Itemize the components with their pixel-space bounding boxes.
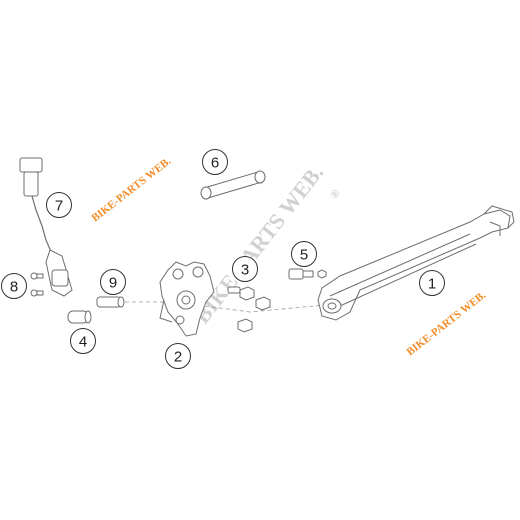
svg-text:9: 9 xyxy=(109,275,117,292)
side-stand-bracket xyxy=(159,261,215,337)
spring xyxy=(200,170,266,200)
watermark-registered-mark: ® xyxy=(326,186,343,202)
svg-text:1: 1 xyxy=(428,276,436,293)
svg-text:6: 6 xyxy=(211,155,219,172)
side-stand-leg xyxy=(317,205,515,321)
callout-5[interactable]: 5 xyxy=(291,241,317,267)
svg-text:3: 3 xyxy=(241,262,249,279)
bolts-group-3 xyxy=(227,286,271,333)
assembly-dashed-line xyxy=(125,301,326,313)
spacer-sleeve xyxy=(67,310,92,324)
callout-4[interactable]: 4 xyxy=(70,328,96,354)
callout-3[interactable]: 3 xyxy=(232,256,258,282)
callout-9[interactable]: 9 xyxy=(100,269,126,295)
screws-8 xyxy=(30,272,44,297)
bolt-5 xyxy=(288,268,327,280)
callout-6[interactable]: 6 xyxy=(202,149,228,175)
callout-8[interactable]: 8 xyxy=(1,273,27,299)
svg-text:2: 2 xyxy=(174,349,182,366)
pin-9 xyxy=(96,296,125,308)
svg-text:7: 7 xyxy=(55,198,63,215)
watermark-bottom-right: BIKE-PARTS WEB. xyxy=(404,289,488,358)
svg-text:8: 8 xyxy=(10,279,18,296)
svg-text:4: 4 xyxy=(79,334,87,351)
callout-1[interactable]: 1 xyxy=(419,270,445,296)
callout-7[interactable]: 7 xyxy=(46,192,72,218)
svg-text:5: 5 xyxy=(300,247,308,264)
side-stand-switch xyxy=(19,157,73,297)
watermark-top-left: BIKE-PARTS WEB. xyxy=(89,155,173,224)
callout-2[interactable]: 2 xyxy=(165,343,191,369)
